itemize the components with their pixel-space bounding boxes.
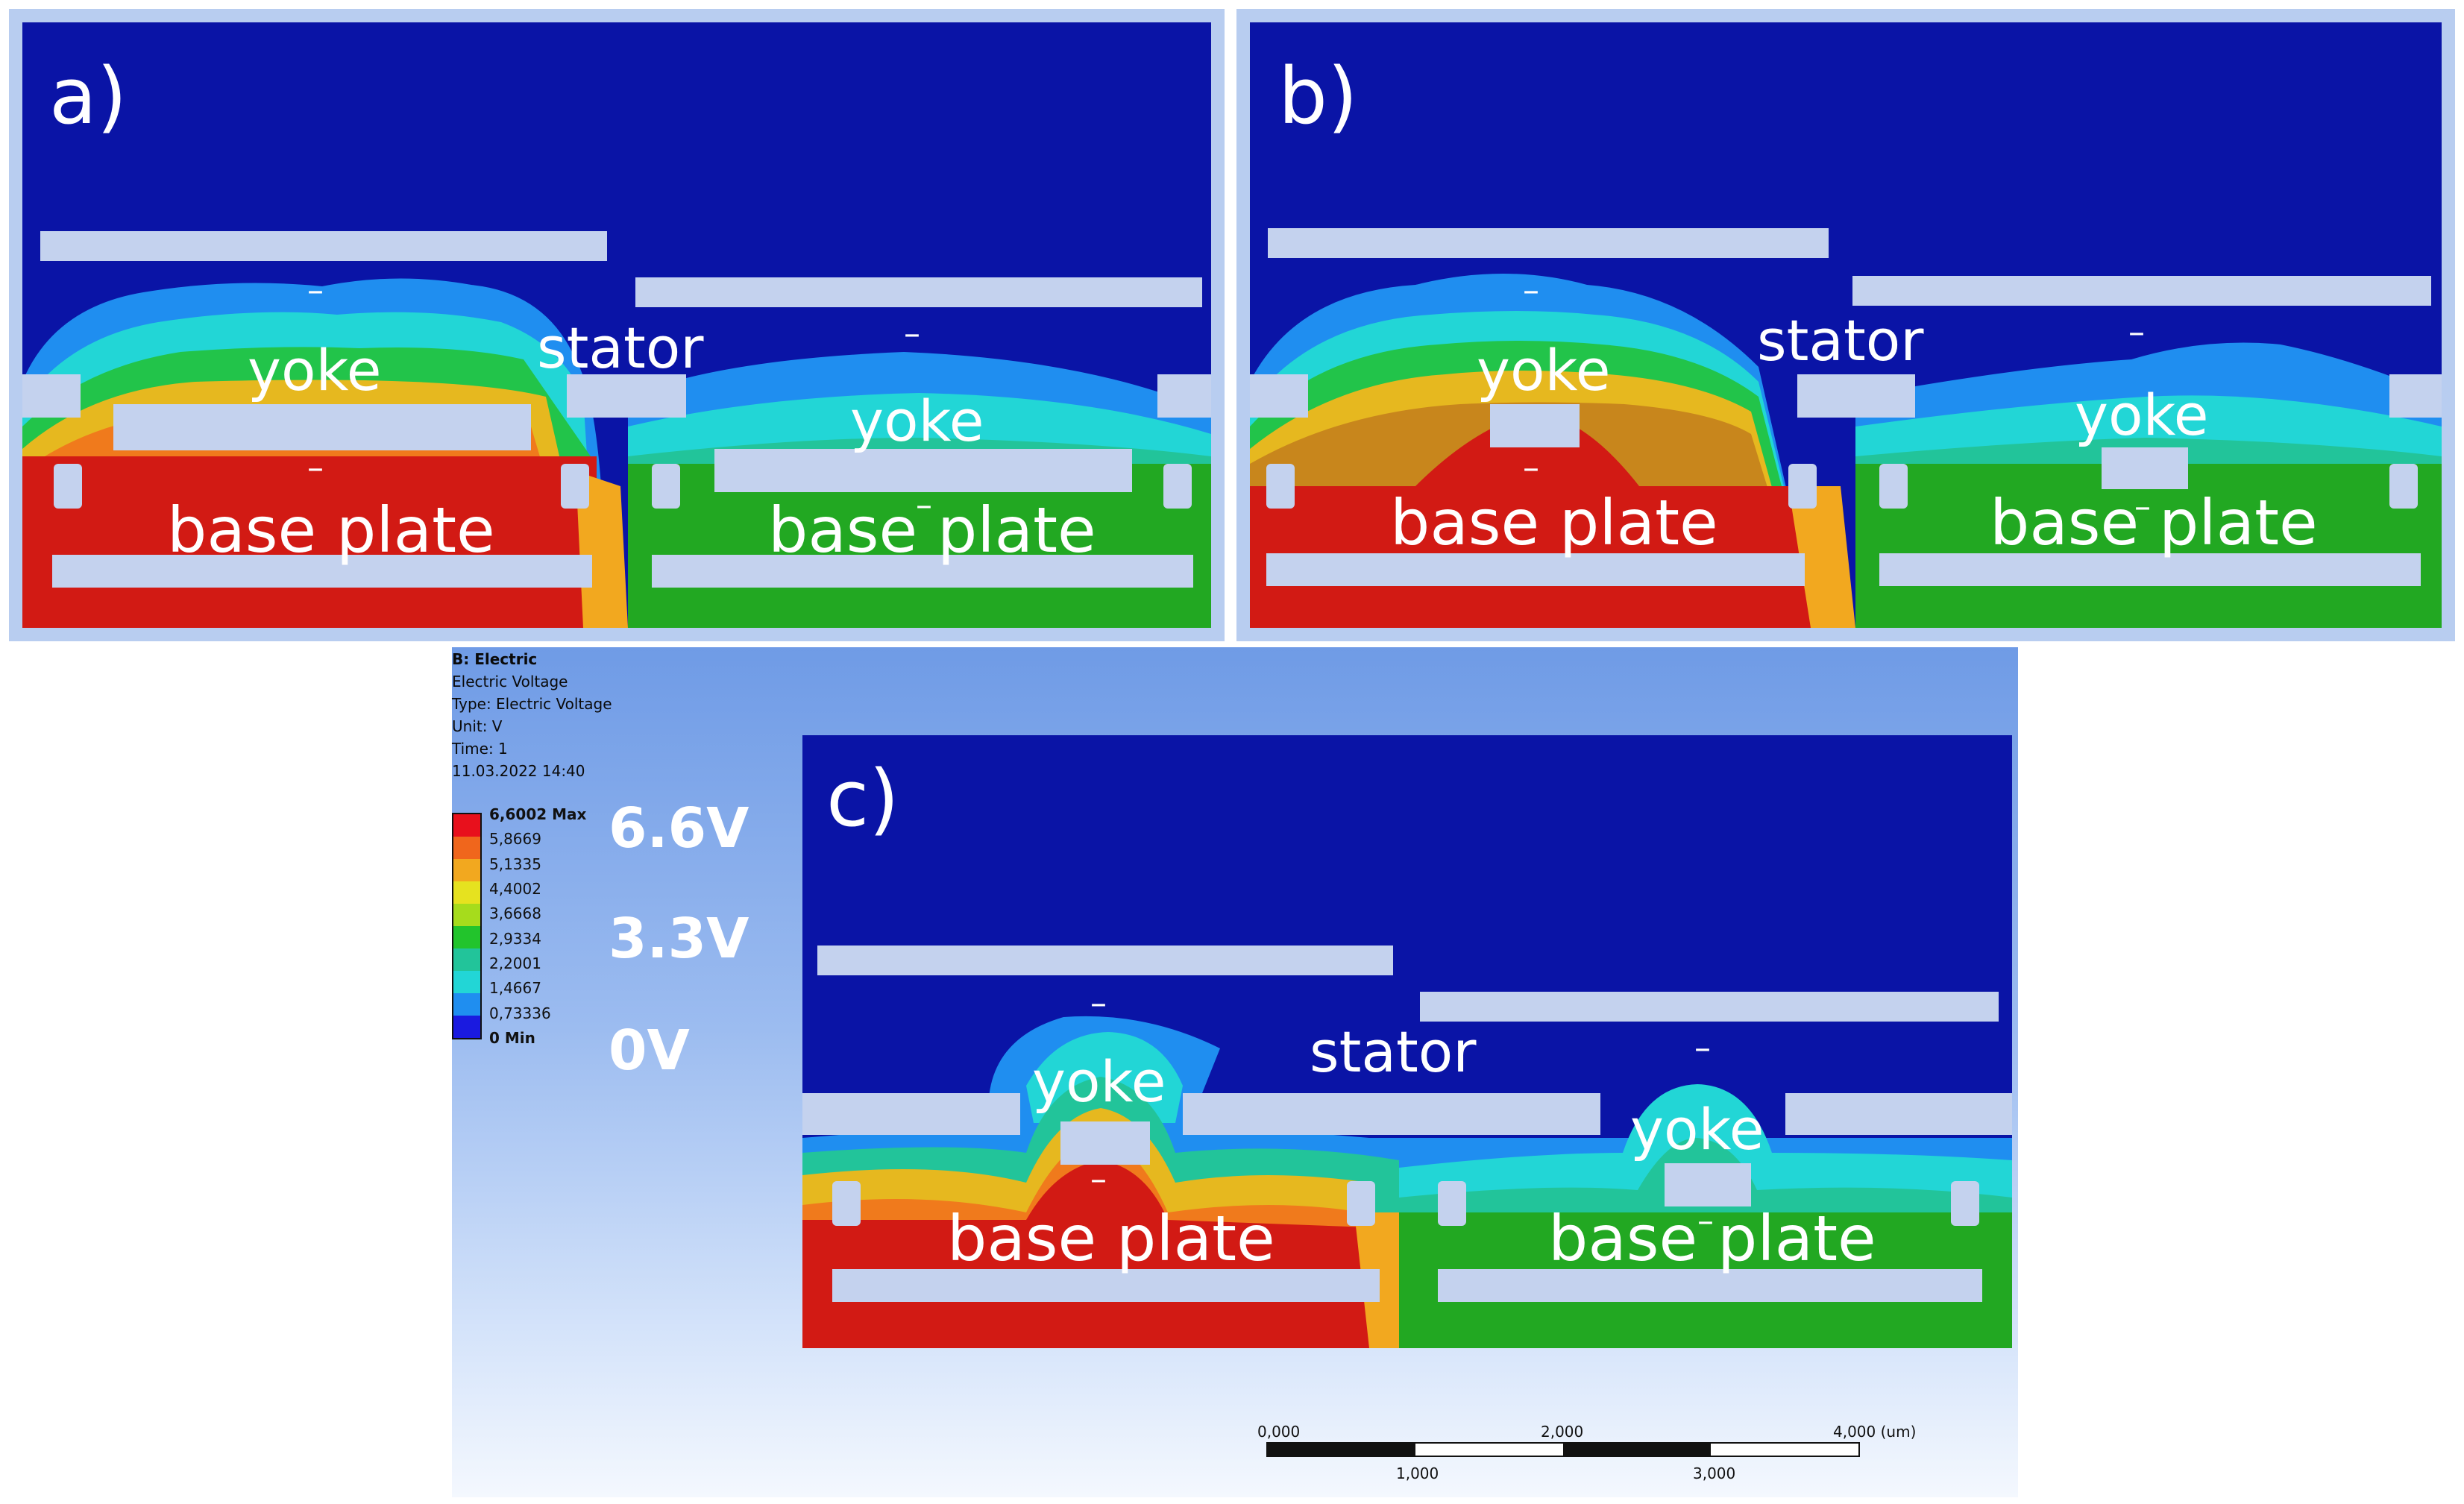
legend-swatch (453, 948, 480, 971)
panel-c-base-plate-left: base plate (947, 1202, 1275, 1275)
scale-bar-bottom-tick-0: 1,000 (1396, 1464, 1439, 1482)
legend-type: Type: Electric Voltage (452, 695, 612, 713)
panel-c-minus-4: – (1697, 1202, 1714, 1240)
panel-a-base-plate-left: base plate (167, 494, 495, 567)
panel-b-yoke-left: yoke (1477, 337, 1611, 403)
legend-value: 3,6668 (489, 904, 541, 923)
panel-c: c) yoke stator yoke base plate base plat… (802, 735, 2012, 1348)
panel-c-field (802, 735, 2012, 1348)
legend-value: 5,8669 (489, 830, 541, 849)
panel-b-minus-4: – (2134, 488, 2151, 526)
legend-subtitle: Electric Voltage (452, 673, 568, 690)
voltage-label-mid: 3.3V (609, 907, 749, 971)
legend-swatch (453, 837, 480, 859)
panel-b-yoke-right: yoke (2075, 382, 2209, 448)
legend-value: 6,6002 Max (489, 805, 587, 823)
legend-value: 2,9334 (489, 929, 541, 948)
panel-b-tag: b) (1278, 51, 1358, 142)
legend-value: 0,73336 (489, 1004, 551, 1022)
panel-b-minus-1: – (1523, 271, 1539, 309)
panel-b-stator: stator (1757, 307, 1924, 374)
legend-unit: Unit: V (452, 717, 503, 735)
legend-value: 4,4002 (489, 880, 541, 898)
panel-c-yoke-left: yoke (1032, 1048, 1166, 1115)
panel-a-base-plate-right: base plate (768, 494, 1096, 567)
panel-c-yoke-right: yoke (1630, 1096, 1764, 1162)
panel-a: a) yoke stator yoke base plate base plat… (9, 9, 1225, 641)
panel-c-minus-3: – (1090, 1160, 1107, 1198)
panel-b: b) yoke stator yoke base plate base plat… (1236, 9, 2455, 641)
legend-value: 1,4667 (489, 979, 541, 998)
legend-date: 11.03.2022 14:40 (452, 762, 585, 780)
legend-swatch (453, 926, 480, 948)
panel-b-field (1250, 22, 2442, 628)
panel-a-minus-3: – (307, 449, 324, 487)
legend-swatch (453, 1016, 480, 1038)
legend-value: 5,1335 (489, 855, 541, 873)
legend-swatch (453, 971, 480, 993)
scale-bar: 0,000 2,000 4,000 (um) 1,000 3,000 (1257, 1423, 1916, 1490)
legend-time: Time: 1 (452, 740, 508, 758)
panel-b-minus-2: – (2128, 313, 2145, 351)
panel-b-base-plate-right: base plate (1990, 486, 2318, 559)
color-legend-bar (452, 813, 482, 1039)
panel-a-yoke-right: yoke (850, 388, 984, 454)
voltage-label-low: 0V (609, 1019, 690, 1083)
panel-a-tag: a) (49, 51, 128, 142)
legend-value: 0 Min (489, 1029, 535, 1047)
legend-swatch (453, 814, 480, 837)
panel-c-stator: stator (1310, 1019, 1477, 1085)
panel-b-minus-3: – (1523, 449, 1539, 487)
legend-swatch (453, 993, 480, 1016)
panel-c-minus-2: – (1694, 1029, 1711, 1067)
scale-bar-top-tick-0: 0,000 (1257, 1423, 1301, 1441)
panel-c-tag: c) (826, 753, 899, 844)
legend-swatch (453, 859, 480, 881)
panel-a-minus-1: – (307, 271, 324, 309)
scale-bar-bottom-tick-1: 3,000 (1693, 1464, 1736, 1482)
results-viewport: B: Electric Electric Voltage Type: Elect… (452, 647, 2018, 1497)
panel-a-yoke-left: yoke (248, 337, 382, 403)
legend-swatch (453, 904, 480, 926)
legend-swatch (453, 881, 480, 904)
panel-a-minus-4: – (916, 486, 932, 524)
legend-title: B: Electric (452, 650, 538, 668)
scale-bar-top-tick-1: 2,000 (1541, 1423, 1584, 1441)
scale-bar-graphic (1266, 1442, 1860, 1457)
panel-a-stator: stator (537, 315, 704, 381)
panel-c-base-plate-right: base plate (1548, 1202, 1876, 1275)
panel-a-minus-2: – (904, 315, 920, 353)
voltage-label-high: 6.6V (609, 796, 749, 860)
legend-value: 2,2001 (489, 954, 541, 972)
scale-bar-top-tick-2: 4,000 (um) (1833, 1423, 1917, 1441)
panel-b-base-plate-left: base plate (1390, 486, 1718, 559)
panel-a-field (22, 22, 1211, 628)
panel-c-minus-1: – (1090, 984, 1107, 1022)
